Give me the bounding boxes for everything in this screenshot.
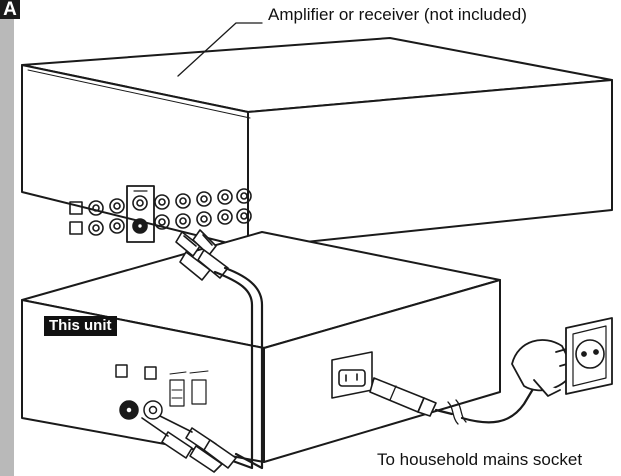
upper-rca-plugs: [175, 229, 229, 281]
this-unit-label: This unit: [44, 316, 117, 336]
amplifier-label: Amplifier or receiver (not included): [268, 5, 527, 24]
wall-socket: [565, 317, 613, 395]
unit-optical-port: [191, 379, 207, 405]
unit-small-switch: [169, 379, 185, 407]
amplifier-edge-detail: [27, 69, 251, 119]
amp-r-label-box: [69, 221, 83, 235]
amplifier-jack-panel: [69, 185, 252, 243]
figure-sidebar: [0, 0, 14, 476]
audio-cable: [141, 229, 264, 473]
amplifier-leader-line: [177, 22, 263, 77]
unit-l-label-box: [144, 366, 157, 380]
unit-jack-panel: [115, 364, 209, 420]
amp-l-label-box: [69, 201, 83, 215]
unit-side-face: [263, 279, 501, 463]
mains-plug: [511, 339, 575, 397]
power-cord: [369, 339, 575, 425]
amplifier-unit: [21, 37, 613, 249]
unit-r-label-box: [115, 364, 128, 378]
lower-rca-plugs: [141, 415, 237, 473]
this-unit: [21, 231, 501, 463]
figure-badge: A: [0, 0, 20, 20]
ac-inlet: [331, 351, 373, 399]
amp-input-column: [126, 185, 155, 243]
amp-jacks-bottom-row: [88, 208, 252, 236]
unit-jack-l: [143, 400, 163, 420]
amp-jacks-top-row: [88, 188, 252, 216]
mains-socket-label: To household mains socket: [377, 450, 583, 469]
